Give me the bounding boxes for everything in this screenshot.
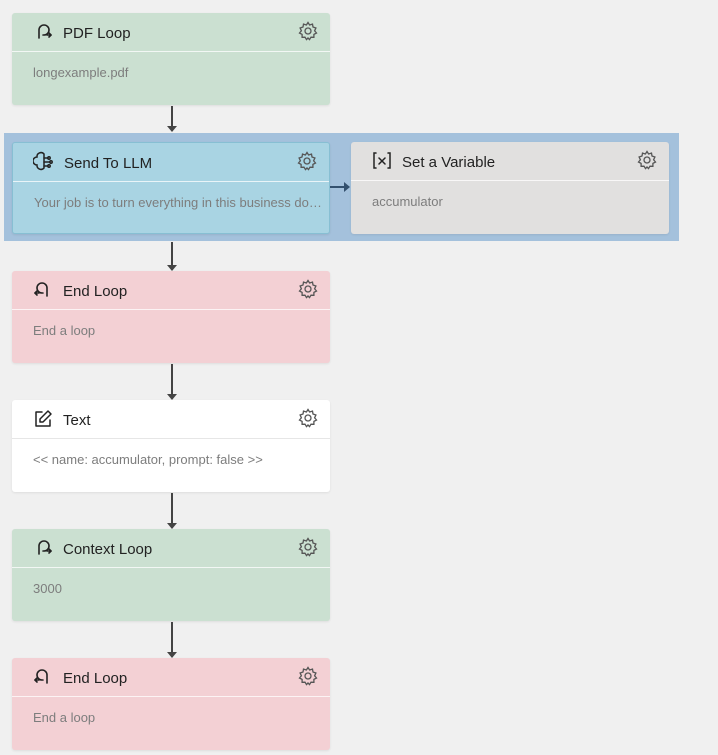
node-subtitle: longexample.pdf — [33, 65, 129, 80]
connector-arrow-horizontal — [330, 182, 350, 192]
node-subtitle: << name: accumulator, prompt: false >> — [33, 452, 263, 467]
node-subtitle: Your job is to turn everything in this b… — [34, 195, 326, 210]
node-context-loop[interactable]: Context Loop 3000 — [12, 529, 330, 621]
node-end-loop[interactable]: End Loop End a loop — [12, 271, 330, 363]
gear-icon[interactable] — [297, 151, 317, 171]
loop-start-icon — [32, 21, 54, 43]
node-subtitle: End a loop — [33, 323, 96, 338]
node-title: PDF Loop — [63, 25, 131, 42]
gear-icon[interactable] — [298, 279, 318, 299]
gear-icon[interactable] — [298, 408, 318, 428]
node-end-loop[interactable]: End Loop End a loop — [12, 658, 330, 750]
node-subtitle: 3000 — [33, 581, 62, 596]
connector-arrow — [167, 106, 177, 132]
connector-arrow — [167, 493, 177, 529]
node-title: Context Loop — [63, 541, 153, 558]
node-title: Send To LLM — [64, 155, 153, 172]
connector-arrow — [167, 364, 177, 400]
gear-icon[interactable] — [298, 537, 318, 557]
brain-icon — [33, 151, 55, 173]
node-title: Set a Variable — [402, 154, 496, 171]
gear-icon[interactable] — [298, 21, 318, 41]
node-text[interactable]: Text << name: accumulator, prompt: false… — [12, 400, 330, 492]
node-pdf-loop[interactable]: PDF Loop longexample.pdf — [12, 13, 330, 105]
loop-start-icon — [32, 537, 54, 559]
node-subtitle: End a loop — [33, 710, 96, 725]
connector-arrow — [167, 622, 177, 658]
gear-icon[interactable] — [637, 150, 657, 170]
node-send-to-llm[interactable]: Send To LLM Your job is to turn everythi… — [12, 142, 330, 234]
loop-end-icon — [32, 666, 54, 688]
node-set-variable[interactable]: Set a Variable accumulator — [351, 142, 669, 234]
node-subtitle: accumulator — [372, 194, 443, 209]
node-title: Text — [63, 412, 91, 429]
node-title: End Loop — [63, 670, 128, 687]
variable-icon — [371, 150, 393, 172]
gear-icon[interactable] — [298, 666, 318, 686]
edit-icon — [32, 408, 54, 430]
connector-arrow — [167, 242, 177, 271]
loop-end-icon — [32, 279, 54, 301]
node-title: End Loop — [63, 283, 128, 300]
